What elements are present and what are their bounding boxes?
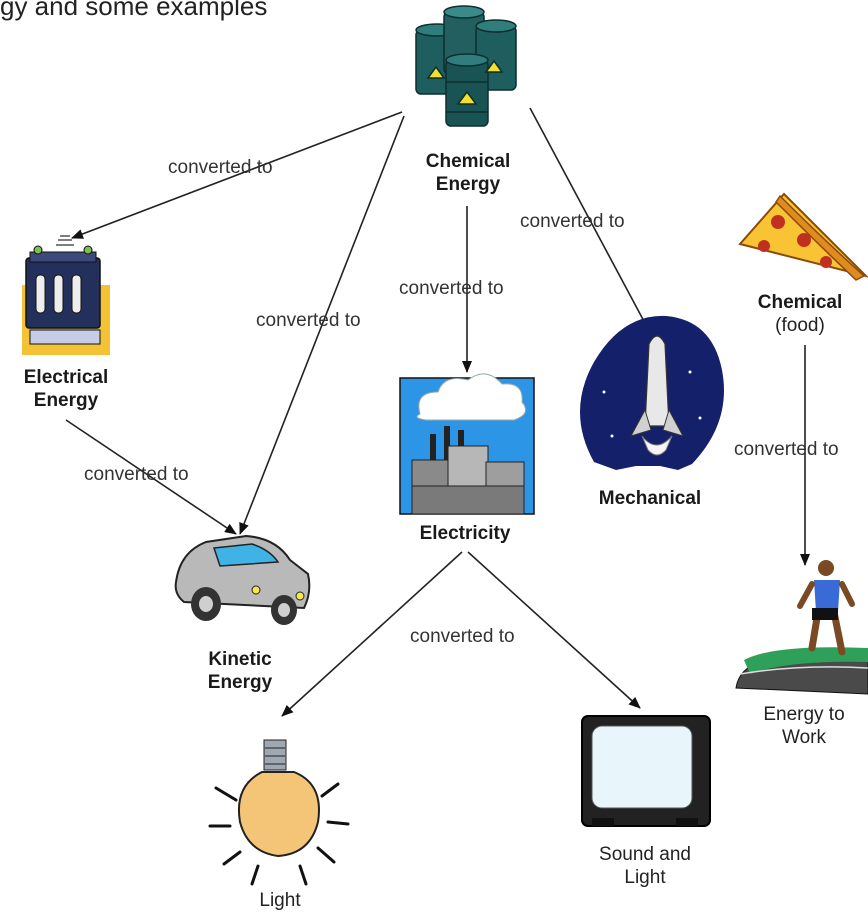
node-light: Light <box>259 890 301 911</box>
edge-label-food-work: converted to <box>734 439 839 460</box>
node-electricity: Electricity <box>419 523 511 544</box>
node-electrical-energy: Electrical Energy <box>23 367 109 412</box>
node-energy-to-work: Energy to Work <box>763 704 845 749</box>
node-chemical-food: Chemical (food) <box>757 292 843 337</box>
edge-label-chemical-mechanical: converted to <box>520 211 625 232</box>
diagram-title: gy and some examples <box>0 0 268 21</box>
arrow-chemical-to-kinetic <box>239 115 405 535</box>
node-chemical-energy: Chemical Energy <box>425 151 511 196</box>
edge-label-chemical-electricity: converted to <box>399 278 504 299</box>
edge-label-electricity-outputs: converted to <box>410 626 515 647</box>
arrow-electricity-to-light <box>281 551 463 717</box>
arrow-electrical-to-kinetic <box>65 419 237 535</box>
arrow-chemical-to-mechanical <box>529 107 655 341</box>
node-mechanical: Mechanical <box>598 488 702 509</box>
node-kinetic-energy: Kinetic Energy <box>207 649 273 694</box>
arrow-electricity-to-tv <box>467 551 641 709</box>
edge-label-chemical-kinetic: converted to <box>256 310 361 331</box>
node-sound-and-light: Sound and Light <box>599 844 691 889</box>
edge-label-chemical-electrical: converted to <box>168 157 273 178</box>
edge-label-electrical-kinetic: converted to <box>84 464 189 485</box>
arrow-chemical-to-electrical <box>71 111 403 239</box>
